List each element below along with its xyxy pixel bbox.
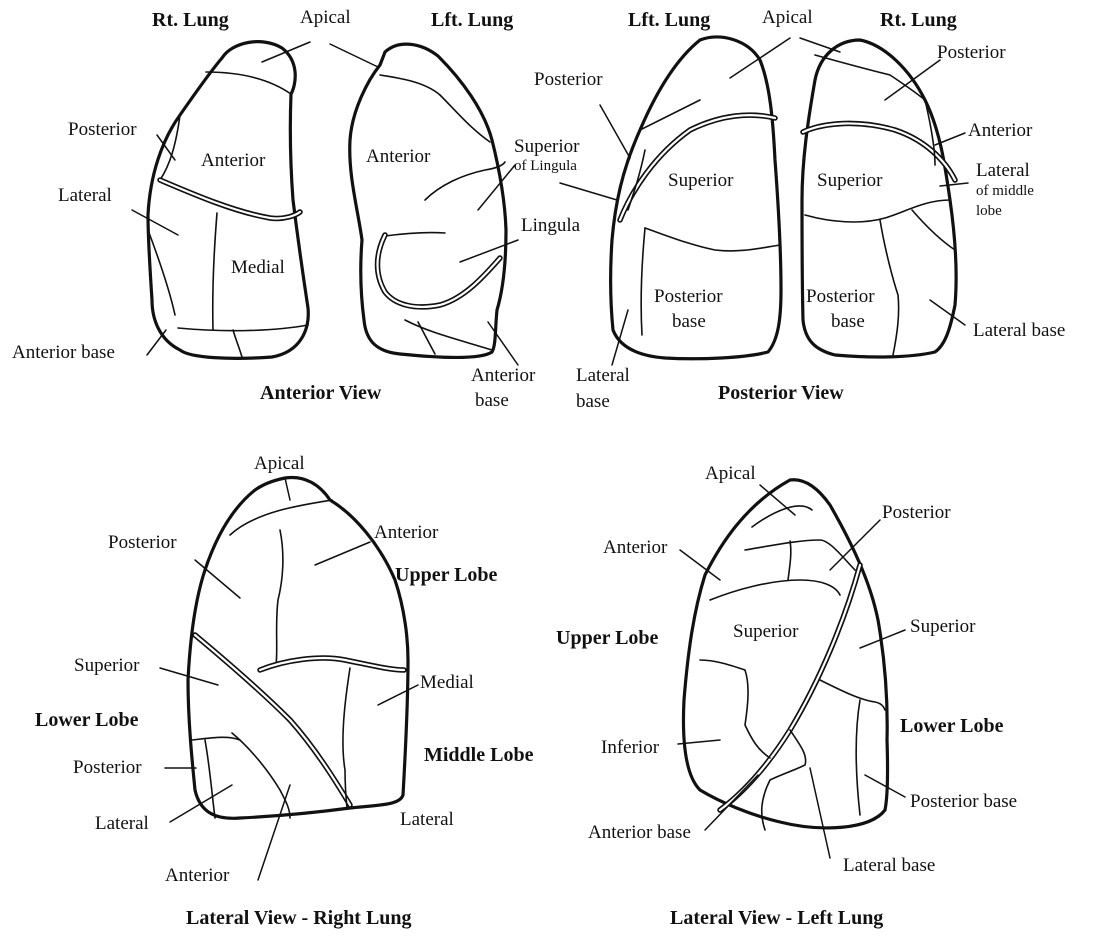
posterior-lateral-middle-lobe-label-3: lobe — [976, 204, 1002, 219]
anterior-posterior-label: Posterior — [68, 120, 137, 139]
lat-left-posterior-label: Posterior — [882, 503, 951, 522]
posterior-anterior-label: Anterior — [968, 121, 1032, 140]
anterior-left-anterior-base-label-2: base — [475, 391, 509, 410]
lat-right-lower-lobe-label: Lower Lobe — [35, 710, 139, 730]
lat-right-middle-lobe-label: Middle Lobe — [424, 745, 533, 765]
lateral-left-caption: Lateral View - Left Lung — [670, 908, 883, 928]
posterior-lateral-base-left-label-2: base — [576, 392, 610, 411]
anterior-view-left-lung — [350, 44, 506, 357]
lat-left-superior-lower-label: Superior — [910, 617, 975, 636]
lat-left-lateral-base-label: Lateral base — [843, 856, 935, 875]
posterior-left-posterior-base-label-1: Posterior — [654, 287, 723, 306]
posterior-lateral-base-right-label: Lateral base — [973, 321, 1065, 340]
anterior-superior-of-lingula-label: Superior — [514, 137, 579, 156]
lat-right-medial-label: Medial — [420, 673, 474, 692]
lat-left-anterior-base-label: Anterior base — [588, 823, 691, 842]
lat-left-apical-label: Apical — [705, 464, 756, 483]
anterior-view-caption: Anterior View — [260, 383, 381, 403]
lateral-left-lung — [683, 480, 887, 830]
lat-left-anterior-label: Anterior — [603, 538, 667, 557]
posterior-lateral-middle-lobe-label-1: Lateral — [976, 161, 1030, 180]
anterior-lateral-label: Lateral — [58, 186, 112, 205]
posterior-rt-lung-label: Rt. Lung — [880, 10, 957, 30]
lat-right-lateral-lower-label: Lateral — [95, 814, 149, 833]
anterior-apical-label: Apical — [300, 8, 351, 27]
lateral-right-caption: Lateral View - Right Lung — [186, 908, 412, 928]
lat-right-apical-label: Apical — [254, 454, 305, 473]
anterior-of-lingula-label: of Lingula — [514, 159, 577, 174]
lat-right-anterior-lower-label: Anterior — [165, 866, 229, 885]
lat-right-superior-label: Superior — [74, 656, 139, 675]
lat-right-anterior-upper-label: Anterior — [374, 523, 438, 542]
lat-left-superior-upper-label: Superior — [733, 622, 798, 641]
anterior-lft-lung-label: Lft. Lung — [431, 10, 513, 30]
anterior-right-anterior-label: Anterior — [201, 151, 265, 170]
lat-left-lower-lobe-label: Lower Lobe — [900, 716, 1004, 736]
anterior-left-anterior-label: Anterior — [366, 147, 430, 166]
lat-left-upper-lobe-label: Upper Lobe — [556, 628, 658, 648]
anterior-right-anterior-base-label: Anterior base — [12, 343, 115, 362]
posterior-lft-lung-label: Lft. Lung — [628, 10, 710, 30]
lat-left-posterior-base-label: Posterior base — [910, 792, 1017, 811]
posterior-left-posterior-base-label-2: base — [672, 312, 706, 331]
lat-right-lateral-middle-label: Lateral — [400, 810, 454, 829]
posterior-lateral-base-left-label-1: Lateral — [576, 366, 630, 385]
anterior-lingula-label: Lingula — [521, 216, 580, 235]
posterior-right-posterior-label: Posterior — [937, 43, 1006, 62]
posterior-right-superior-label: Superior — [817, 171, 882, 190]
lat-right-upper-lobe-label: Upper Lobe — [395, 565, 497, 585]
posterior-view-right-lung — [802, 40, 956, 357]
anterior-medial-label: Medial — [231, 258, 285, 277]
posterior-lateral-middle-lobe-label-2: of middle — [976, 184, 1034, 199]
posterior-right-posterior-base-label-2: base — [831, 312, 865, 331]
posterior-left-posterior-label: Posterior — [534, 70, 603, 89]
anterior-rt-lung-label: Rt. Lung — [152, 10, 229, 30]
posterior-left-superior-label: Superior — [668, 171, 733, 190]
lat-left-inferior-label: Inferior — [601, 738, 659, 757]
posterior-right-posterior-base-label-1: Posterior — [806, 287, 875, 306]
anterior-left-anterior-base-label-1: Anterior — [471, 366, 535, 385]
posterior-view-caption: Posterior View — [718, 383, 844, 403]
lat-right-posterior-lower-label: Posterior — [73, 758, 142, 777]
posterior-apical-label: Apical — [762, 8, 813, 27]
anterior-view-right-lung — [148, 42, 308, 359]
lat-right-posterior-upper-label: Posterior — [108, 533, 177, 552]
